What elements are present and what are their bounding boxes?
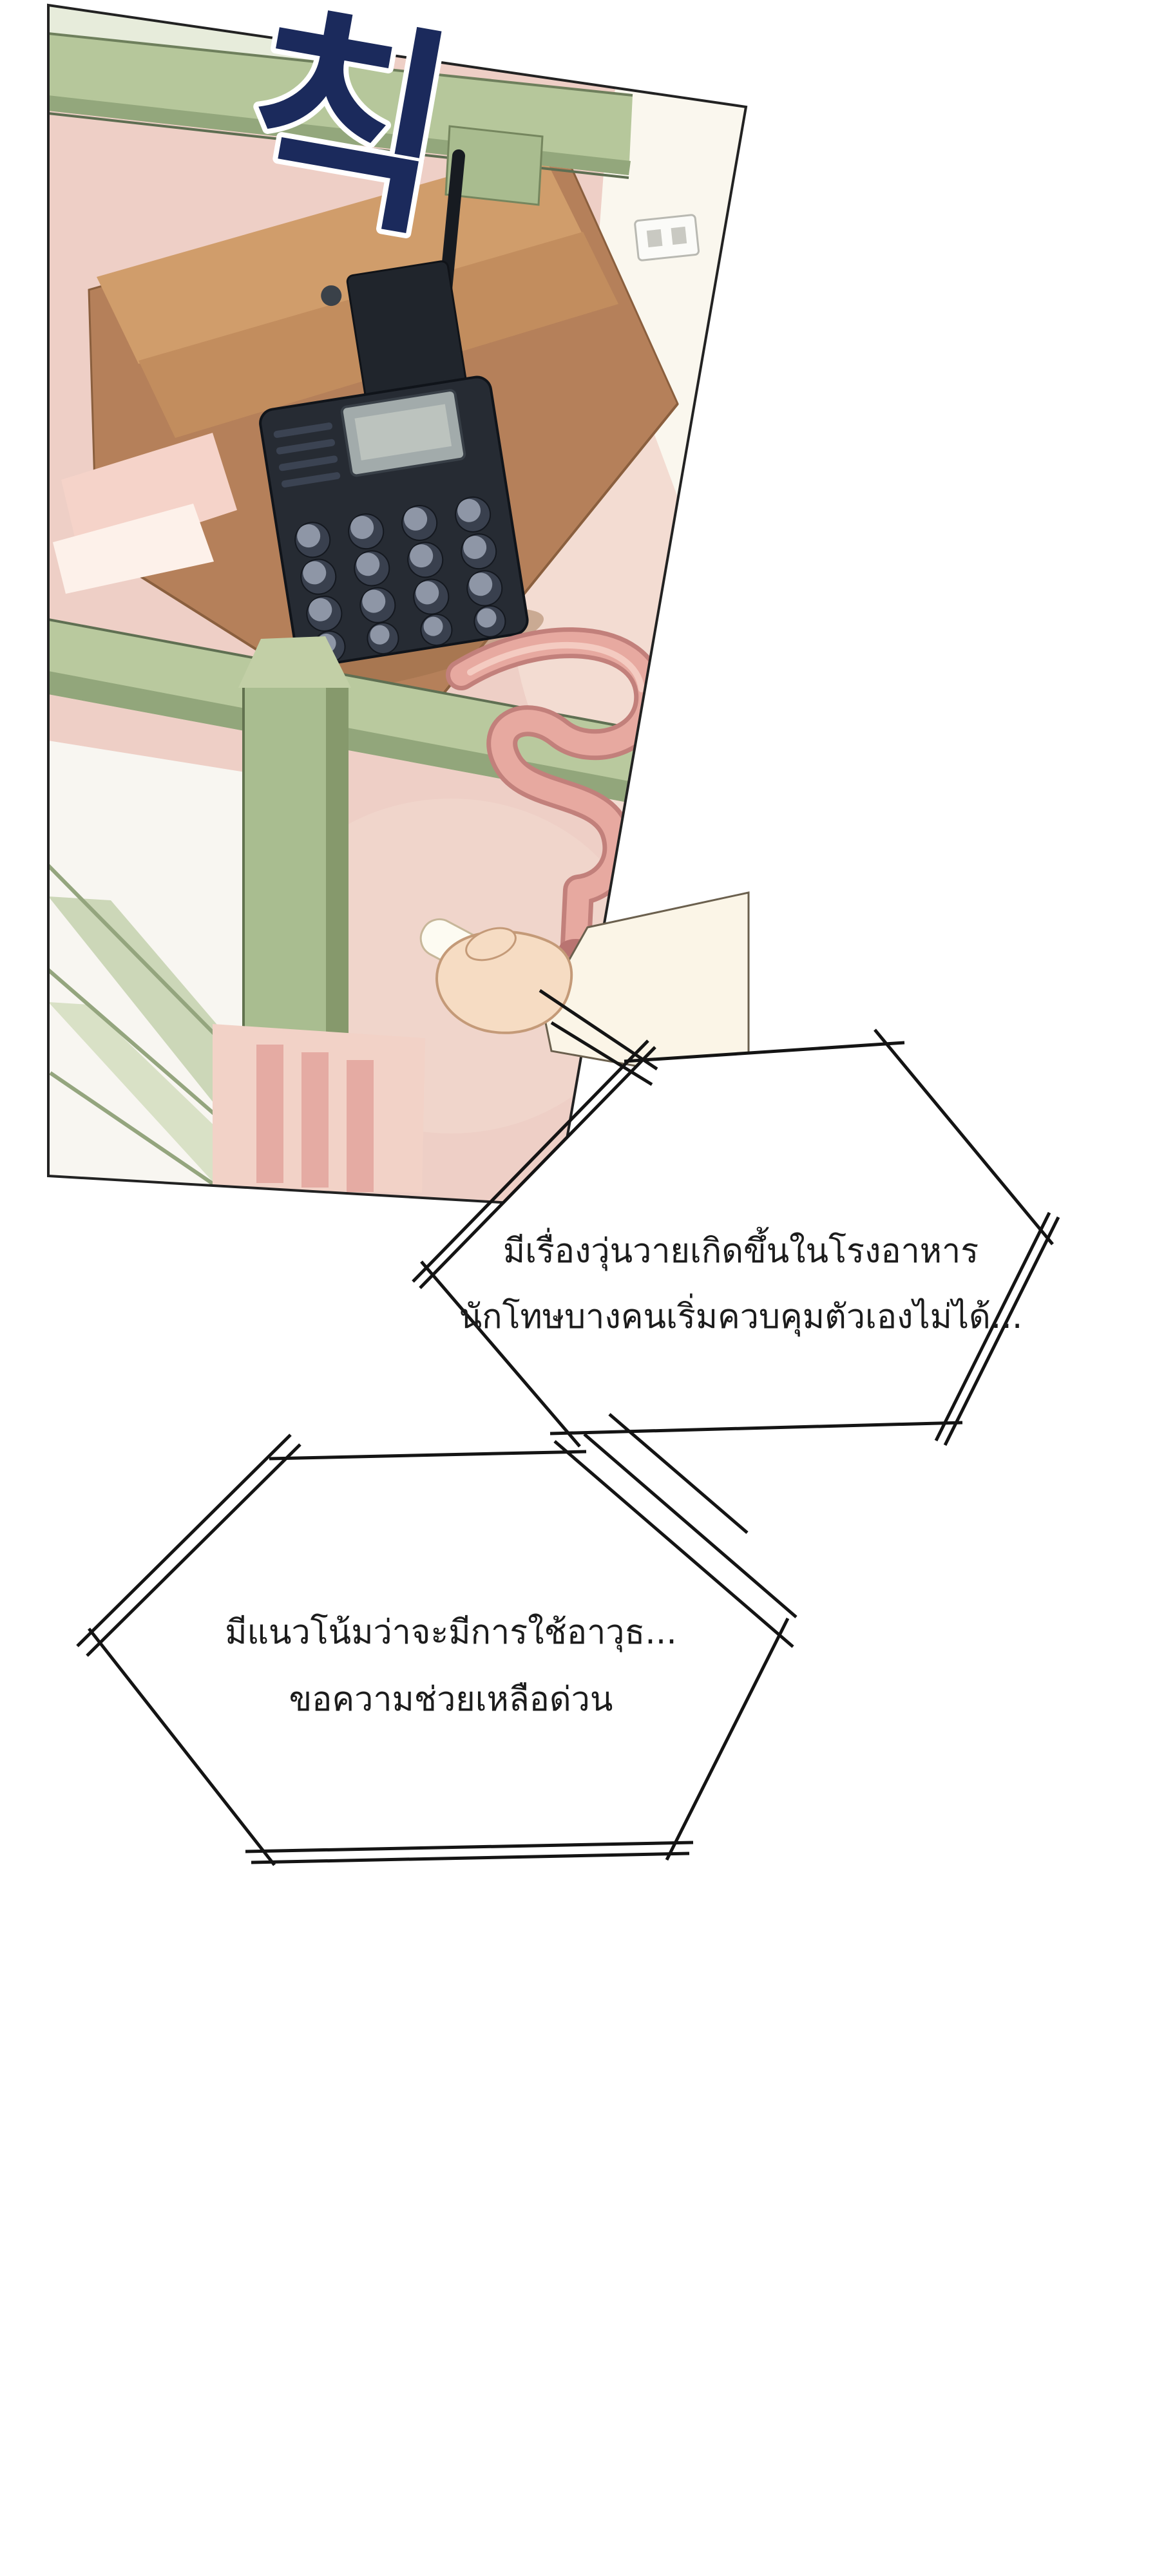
hand-and-arm xyxy=(419,891,750,1087)
thumb xyxy=(465,927,517,961)
bubble-fill xyxy=(433,1044,1041,1433)
radio-bubble-2: มีแนวโน้มว่าจะมีการใช้อาวุธ... ขอความช่ว… xyxy=(76,1413,798,1866)
radio-head xyxy=(346,260,467,401)
bubble-text-line: นักโทษบางคนเริ่มควบคุมตัวเองไม่ได้... xyxy=(459,1293,1023,1337)
green-joist xyxy=(444,125,544,206)
pink-striped-floor xyxy=(213,1024,425,1193)
keypad-row xyxy=(300,533,497,595)
bubble-fill xyxy=(100,1453,779,1851)
bubble-text-line: ขอความช่วยเหลือด่วน xyxy=(289,1680,613,1719)
walkie-talkie xyxy=(259,260,529,668)
sfx-radio-static-text: 칙 xyxy=(227,0,470,269)
wall-cream xyxy=(596,89,746,502)
bubble-outline xyxy=(76,1413,798,1866)
radio-keypad xyxy=(294,496,506,663)
radio-speaker-grille xyxy=(273,422,341,488)
bubble-text-line: มีแนวโน้มว่าจะมีการใช้อาวุธ... xyxy=(225,1613,677,1653)
railing-post xyxy=(238,636,351,1043)
bubble-outline xyxy=(412,989,1060,1448)
radio-knob xyxy=(321,285,342,307)
papers xyxy=(53,433,237,594)
switch-plate xyxy=(634,214,700,261)
keypad-row xyxy=(294,496,492,558)
keypad-row xyxy=(306,570,503,632)
bubble-text-line: มีเรื่องวุ่นวายเกิดขึ้นในโรงอาหาร xyxy=(503,1227,979,1271)
radio-screen-inner xyxy=(354,404,452,460)
radio-bubble-1: มีเรื่องวุ่นวายเกิดขึ้นในโรงอาหาร นักโทษ… xyxy=(412,989,1060,1448)
